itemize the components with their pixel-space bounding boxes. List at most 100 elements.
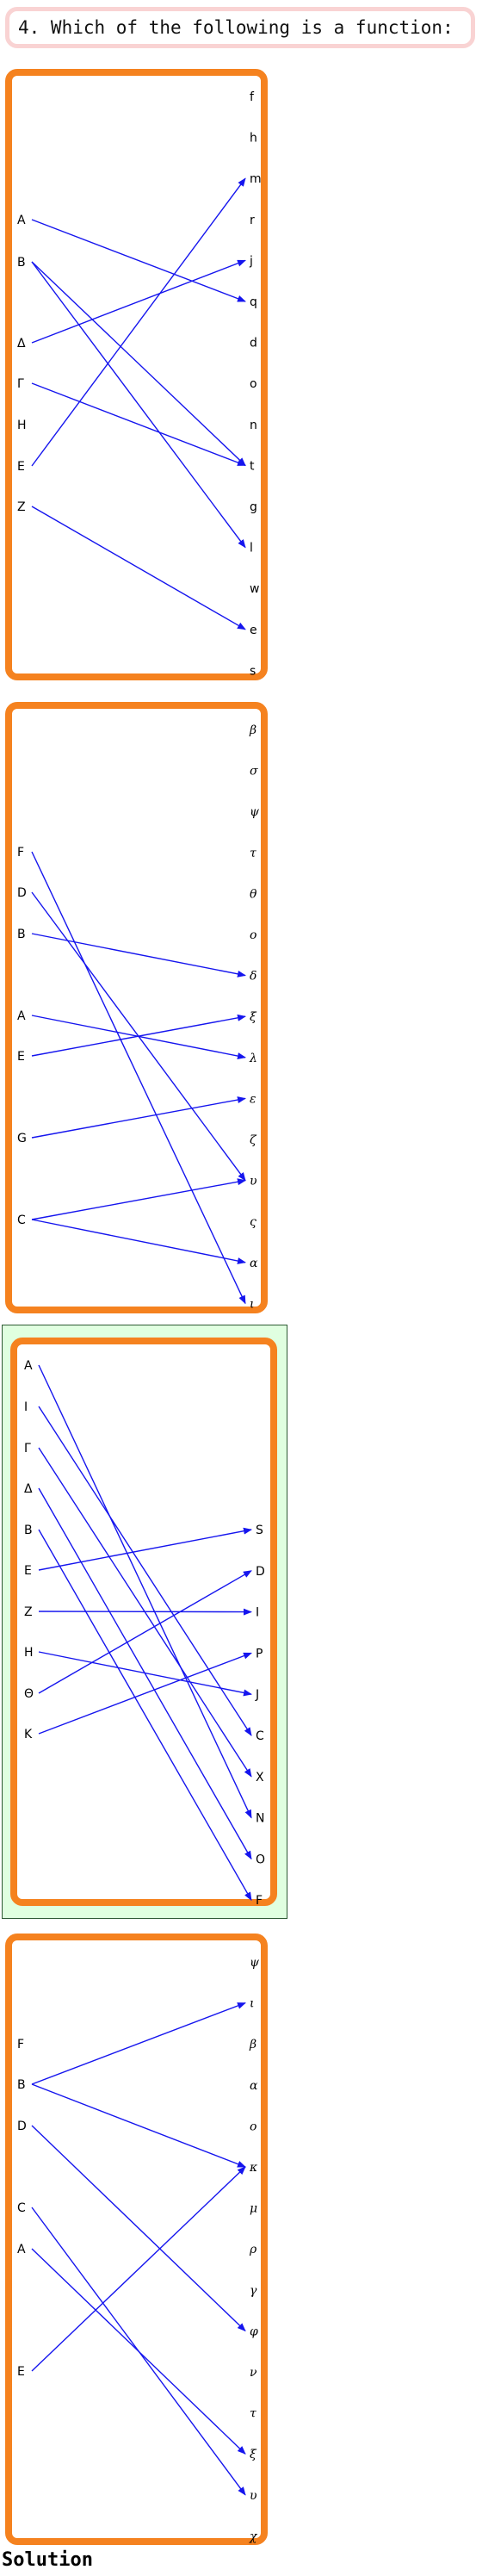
codomain-label: κ	[249, 2161, 257, 2175]
codomain-label: ι	[250, 1997, 255, 2011]
codomain-label: J	[255, 1688, 259, 1702]
domain-label: Δ	[17, 337, 26, 351]
codomain-label: α	[250, 1257, 258, 1270]
mapping-arrow	[38, 1570, 252, 1694]
solution-heading: Solution	[2, 2549, 93, 2571]
domain-label: Θ	[24, 1687, 34, 1701]
codomain-label: h	[250, 132, 257, 146]
mapping-arrow	[31, 2248, 246, 2455]
codomain-label: φ	[250, 2325, 258, 2338]
codomain-label: ρ	[249, 2243, 257, 2256]
mapping-arrow	[31, 2125, 246, 2332]
codomain-label: α	[250, 2079, 258, 2093]
codomain-label: ο	[250, 2120, 256, 2133]
mapping-arrow	[31, 177, 246, 467]
codomain-label: C	[256, 1729, 264, 1743]
domain-label: Z	[17, 500, 26, 514]
domain-label: B	[24, 1524, 33, 1537]
codomain-label: t	[250, 459, 255, 473]
mapping-arrow	[31, 2002, 246, 2085]
domain-label: Z	[24, 1605, 33, 1619]
mapping-arrow	[31, 219, 246, 302]
domain-label: F	[17, 2038, 24, 2051]
mapping-arrow	[31, 382, 246, 467]
domain-label: C	[17, 2201, 26, 2215]
codomain-label: β	[249, 2038, 256, 2051]
codomain-label: ψ	[250, 805, 260, 819]
mapping-arrow	[38, 1527, 252, 1571]
domain-label: H	[24, 1646, 34, 1660]
codomain-label: s	[250, 664, 256, 678]
codomain-label: ξ	[250, 1010, 257, 1024]
codomain-label: N	[256, 1812, 264, 1826]
codomain-label: g	[250, 500, 257, 514]
mapping-arrow	[31, 1014, 246, 1057]
question-prompt: 4. Which of the following is a function:	[5, 7, 475, 48]
domain-label: D	[17, 886, 27, 900]
codomain-label: υ	[250, 2489, 257, 2503]
mapping-arrow	[31, 261, 246, 467]
mapping-arrow	[31, 1219, 246, 1264]
domain-label: B	[17, 2078, 26, 2092]
codomain-label: l	[250, 542, 253, 556]
codomain-label: γ	[250, 2284, 257, 2298]
mapping-arrow	[31, 1096, 246, 1139]
domain-label: E	[17, 460, 25, 474]
codomain-label: F	[256, 1894, 263, 1908]
codomain-label: τ	[250, 847, 256, 860]
mapping-arrow	[38, 1652, 252, 1735]
codomain-label: d	[250, 337, 257, 351]
codomain-label: ε	[250, 1092, 256, 1106]
domain-label: K	[24, 1728, 33, 1741]
domain-label: C	[17, 1214, 26, 1227]
mapping-arrow	[31, 261, 246, 549]
domain-label: G	[17, 1132, 27, 1145]
codomain-label: ψ	[250, 1956, 260, 1970]
codomain-label: χ	[249, 2529, 258, 2543]
mapping-arrow	[38, 1651, 252, 1697]
codomain-label: θ	[250, 887, 257, 901]
mapping-arrow	[38, 1406, 252, 1736]
codomain-label: υ	[250, 1175, 257, 1189]
mapping-arrow	[38, 1529, 252, 1902]
mapping-arrow	[31, 2166, 246, 2372]
mapping-arrow	[31, 506, 246, 630]
codomain-label: I	[256, 1606, 259, 1620]
codomain-label: ξ	[250, 2448, 257, 2461]
codomain-label: σ	[250, 765, 258, 779]
codomain-label: τ	[250, 2407, 256, 2421]
mapping-arrow	[31, 259, 246, 344]
codomain-label: P	[256, 1647, 263, 1660]
codomain-label: β	[249, 723, 256, 737]
domain-label: A	[24, 1359, 33, 1373]
domain-label: Γ	[17, 377, 24, 391]
codomain-label: λ	[249, 1052, 257, 1065]
domain-label: E	[24, 1564, 32, 1578]
domain-label: E	[17, 1050, 25, 1064]
mapping-arrow	[31, 933, 246, 978]
domain-label: Δ	[24, 1482, 33, 1496]
mapping-arrow	[31, 851, 246, 1305]
codomain-label: ς	[250, 1215, 256, 1229]
codomain-label: ο	[250, 928, 256, 942]
codomain-label: X	[256, 1771, 264, 1785]
domain-label: I	[24, 1400, 28, 1414]
codomain-label: n	[250, 419, 257, 432]
codomain-label: ν	[250, 2366, 257, 2380]
domain-label: D	[17, 2120, 27, 2133]
codomain-label: o	[250, 377, 257, 391]
domain-label: F	[17, 846, 24, 860]
codomain-label: ι	[250, 1297, 255, 1311]
domain-label: H	[17, 419, 27, 432]
mapping-arrow	[31, 1178, 246, 1220]
mapping-arrow	[38, 1364, 252, 1819]
codomain-label: S	[256, 1524, 263, 1537]
